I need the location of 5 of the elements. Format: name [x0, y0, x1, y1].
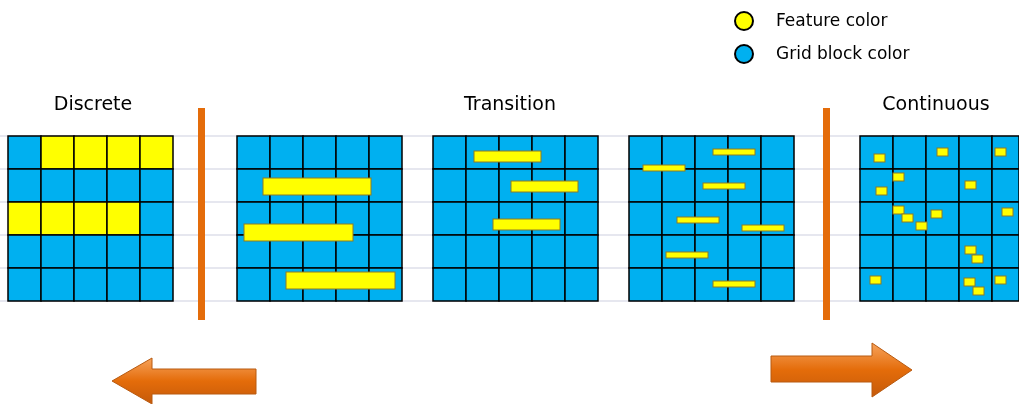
- legend-label: Feature color: [776, 10, 888, 30]
- legend-label: Grid block color: [776, 43, 910, 63]
- section-heading: Continuous: [882, 92, 990, 114]
- section-heading: Discrete: [53, 92, 133, 114]
- section-heading: Transition: [464, 92, 556, 114]
